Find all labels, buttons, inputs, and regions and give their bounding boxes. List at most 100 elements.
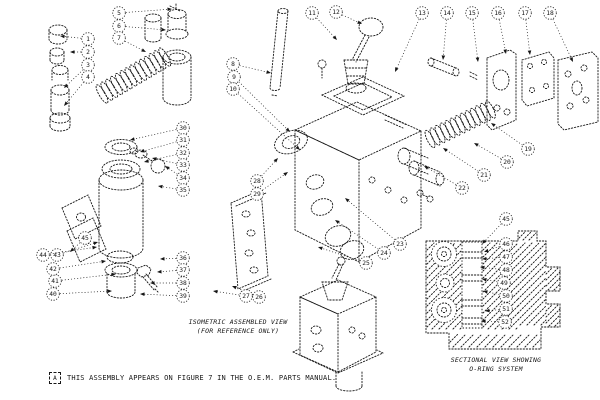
callout-18: 18 [543,6,573,62]
svg-text:43: 43 [53,252,61,259]
valve-body-drawing [274,76,423,263]
callout-24: 24 [335,220,391,260]
svg-text:40: 40 [49,291,57,298]
callout-41: 41 [48,272,116,288]
svg-text:31: 31 [179,137,187,144]
callout-1: 1 [60,32,95,46]
svg-text:24: 24 [380,250,388,257]
callout-19: 19 [491,123,535,156]
svg-text:3: 3 [86,62,90,69]
svg-text:23: 23 [396,241,404,248]
svg-text:45: 45 [502,216,510,223]
callout-47: 47 [482,250,513,264]
callout-45: 45 [482,212,513,244]
callout-48: 48 [480,263,513,277]
callout-21: 21 [443,148,491,182]
svg-text:9: 9 [232,74,236,81]
callout-36: 36 [160,251,190,265]
callout-25: 25 [318,246,373,270]
fastener-stack-drawing [48,24,71,132]
callout-42: 42 [46,259,106,276]
callout-22: 22 [424,166,469,195]
callout-31: 31 [140,133,190,153]
right-parts-drawing [397,49,599,203]
svg-text:7: 7 [117,35,121,42]
svg-text:51: 51 [502,306,510,313]
svg-text:19: 19 [524,146,532,153]
svg-text:35: 35 [179,187,187,194]
callout-4: 4 [64,70,95,106]
svg-text:52: 52 [501,319,509,326]
callout-43: 43 [50,241,98,262]
callout-30: 30 [130,121,190,141]
svg-text:17: 17 [521,10,529,17]
sectional-view-drawing [425,230,561,350]
svg-text:33: 33 [179,162,187,169]
callout-9: 9 [227,70,290,132]
svg-text:28: 28 [253,178,261,185]
callout-35: 35 [158,183,190,197]
callout-23: 23 [345,198,407,251]
bracket-plate-drawing [230,189,272,293]
svg-text:13: 13 [418,10,426,17]
long-rod-drawing [269,8,289,97]
svg-text:6: 6 [117,23,121,30]
callout-44: 44 [36,245,97,262]
callout-34: 34 [165,166,190,185]
svg-text:29: 29 [253,191,261,198]
callout-49: 49 [482,276,511,290]
callout-11: 11 [305,6,337,40]
callout-12: 12 [329,5,362,24]
svg-text:20: 20 [503,159,511,166]
svg-text:46: 46 [502,241,510,248]
callout-32: 32 [144,146,190,163]
callout-15: 15 [465,6,480,62]
svg-text:25: 25 [362,260,370,267]
callout-17: 17 [518,6,532,55]
callout-39: 39 [140,289,190,303]
svg-text:22: 22 [458,185,466,192]
callout-40: 40 [46,287,112,301]
svg-text:42: 42 [49,266,57,273]
callout-45: 45 [70,231,92,252]
callout-51: 51 [485,302,513,316]
svg-text:11: 11 [308,10,316,17]
spring-coils-drawing [95,47,496,149]
svg-text:26: 26 [255,294,263,301]
svg-text:18: 18 [546,10,554,17]
svg-text:2: 2 [86,49,90,56]
svg-text:15: 15 [468,10,476,17]
svg-text:36: 36 [179,255,187,262]
callout-2: 2 [70,45,95,59]
callout-27: 27 [213,289,253,303]
callout-6: 6 [112,19,166,33]
svg-text:47: 47 [502,254,510,261]
sectional-view-caption: SECTIONAL VIEW SHOWING O-RING SYSTEM [418,356,574,374]
callout-38: 38 [150,276,190,290]
svg-text:1: 1 [86,36,90,43]
sectional-caption-line1: SECTIONAL VIEW SHOWING [450,356,542,364]
svg-text:8: 8 [231,61,235,68]
callout-7: 7 [112,31,146,52]
callout-5: 5 [112,6,172,20]
assembled-view-drawing [292,256,384,392]
svg-text:27: 27 [242,293,250,300]
callout-16: 16 [491,6,507,54]
callout-10: 10 [226,82,300,150]
svg-text:5: 5 [117,10,121,17]
svg-text:34: 34 [179,175,187,182]
cap-parts-drawing [144,3,192,106]
callout-20: 20 [474,143,514,169]
callout-8: 8 [226,57,271,74]
svg-text:50: 50 [502,293,510,300]
callout-3: 3 [64,58,95,88]
svg-text:48: 48 [502,267,510,274]
callout-46: 46 [484,237,513,253]
svg-text:21: 21 [480,172,488,179]
callout-37: 37 [157,263,190,277]
footer-note: A THIS ASSEMBLY APPEARS ON FIGURE 7 IN T… [49,372,336,384]
svg-text:32: 32 [179,150,187,157]
